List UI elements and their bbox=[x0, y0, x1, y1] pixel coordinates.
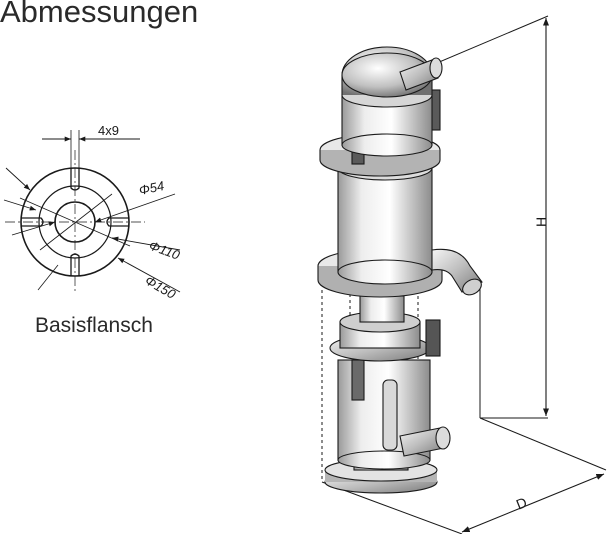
flange-slot-label: 4x9 bbox=[98, 123, 119, 138]
flange-d2-label: Φ110 bbox=[147, 238, 183, 263]
flange-d3-label: Φ150 bbox=[143, 273, 179, 303]
page-title: Abmessungen bbox=[0, 0, 199, 29]
base-flange-drawing bbox=[3, 130, 181, 293]
flange-caption: Basisflansch bbox=[35, 314, 153, 337]
vacuum-conveyor-unit bbox=[317, 46, 483, 494]
flange-d1-label: Φ54 bbox=[138, 178, 166, 198]
height-label: H bbox=[533, 217, 549, 227]
